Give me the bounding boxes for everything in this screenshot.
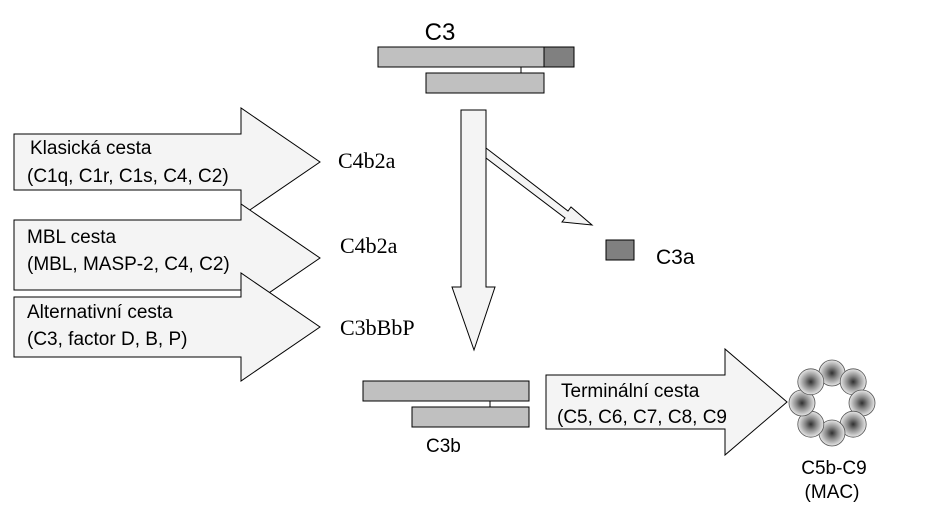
pathway-arrow [13, 107, 321, 217]
terminal-components: (C5, C6, C7, C8, C9 [557, 407, 727, 428]
c3b-label: C3b [426, 436, 461, 457]
pathway-name: Klasická cesta [30, 138, 152, 159]
c3-cleavage-arrow [451, 109, 496, 352]
c3a-label: C3a [656, 246, 695, 269]
pathway-components: (C3, factor D, B, P) [27, 329, 187, 350]
mac-sublabel: (MAC) [805, 482, 860, 503]
c3a-fragment [605, 239, 635, 261]
pathway-components: (C1q, C1r, C1s, C4, C2) [27, 166, 229, 187]
c3-beta-chain [425, 72, 545, 94]
c3b-molecule [362, 380, 530, 428]
c3b-beta-chain [411, 406, 530, 428]
pathway-mbl: MBL cesta (MBL, MASP-2, C4, C2) C4b2a [13, 203, 398, 313]
pathway-alternative: Alternativní cesta (C3, factor D, B, P) … [13, 272, 415, 382]
convertase-label: C3bBbP [340, 315, 415, 340]
pathway-classical: Klasická cesta (C1q, C1r, C1s, C4, C2) C… [13, 107, 396, 217]
c3-alpha-chain [377, 46, 545, 68]
terminal-arrow [545, 347, 788, 457]
c3a-segment [543, 46, 575, 68]
terminal-name: Terminální cesta [561, 381, 700, 402]
convertase-label: C4b2a [340, 233, 398, 258]
c3a-release-arrow [485, 146, 594, 226]
mac-subunit [797, 368, 825, 396]
c3-label: C3 [425, 19, 456, 46]
pathway-components: (MBL, MASP-2, C4, C2) [27, 254, 230, 275]
c3b-alpha-chain [362, 380, 530, 402]
pathway-arrow [13, 272, 321, 382]
convertase-label: C4b2a [338, 148, 396, 173]
c3-molecule [377, 46, 575, 94]
pathway-name: Alternativní cesta [27, 302, 173, 323]
pathway-terminal: Terminální cesta (C5, C6, C7, C8, C9 [545, 347, 788, 457]
mac-complex-icon [788, 359, 876, 447]
mac-label: C5b-C9 [801, 458, 866, 479]
pathway-name: MBL cesta [27, 227, 116, 248]
